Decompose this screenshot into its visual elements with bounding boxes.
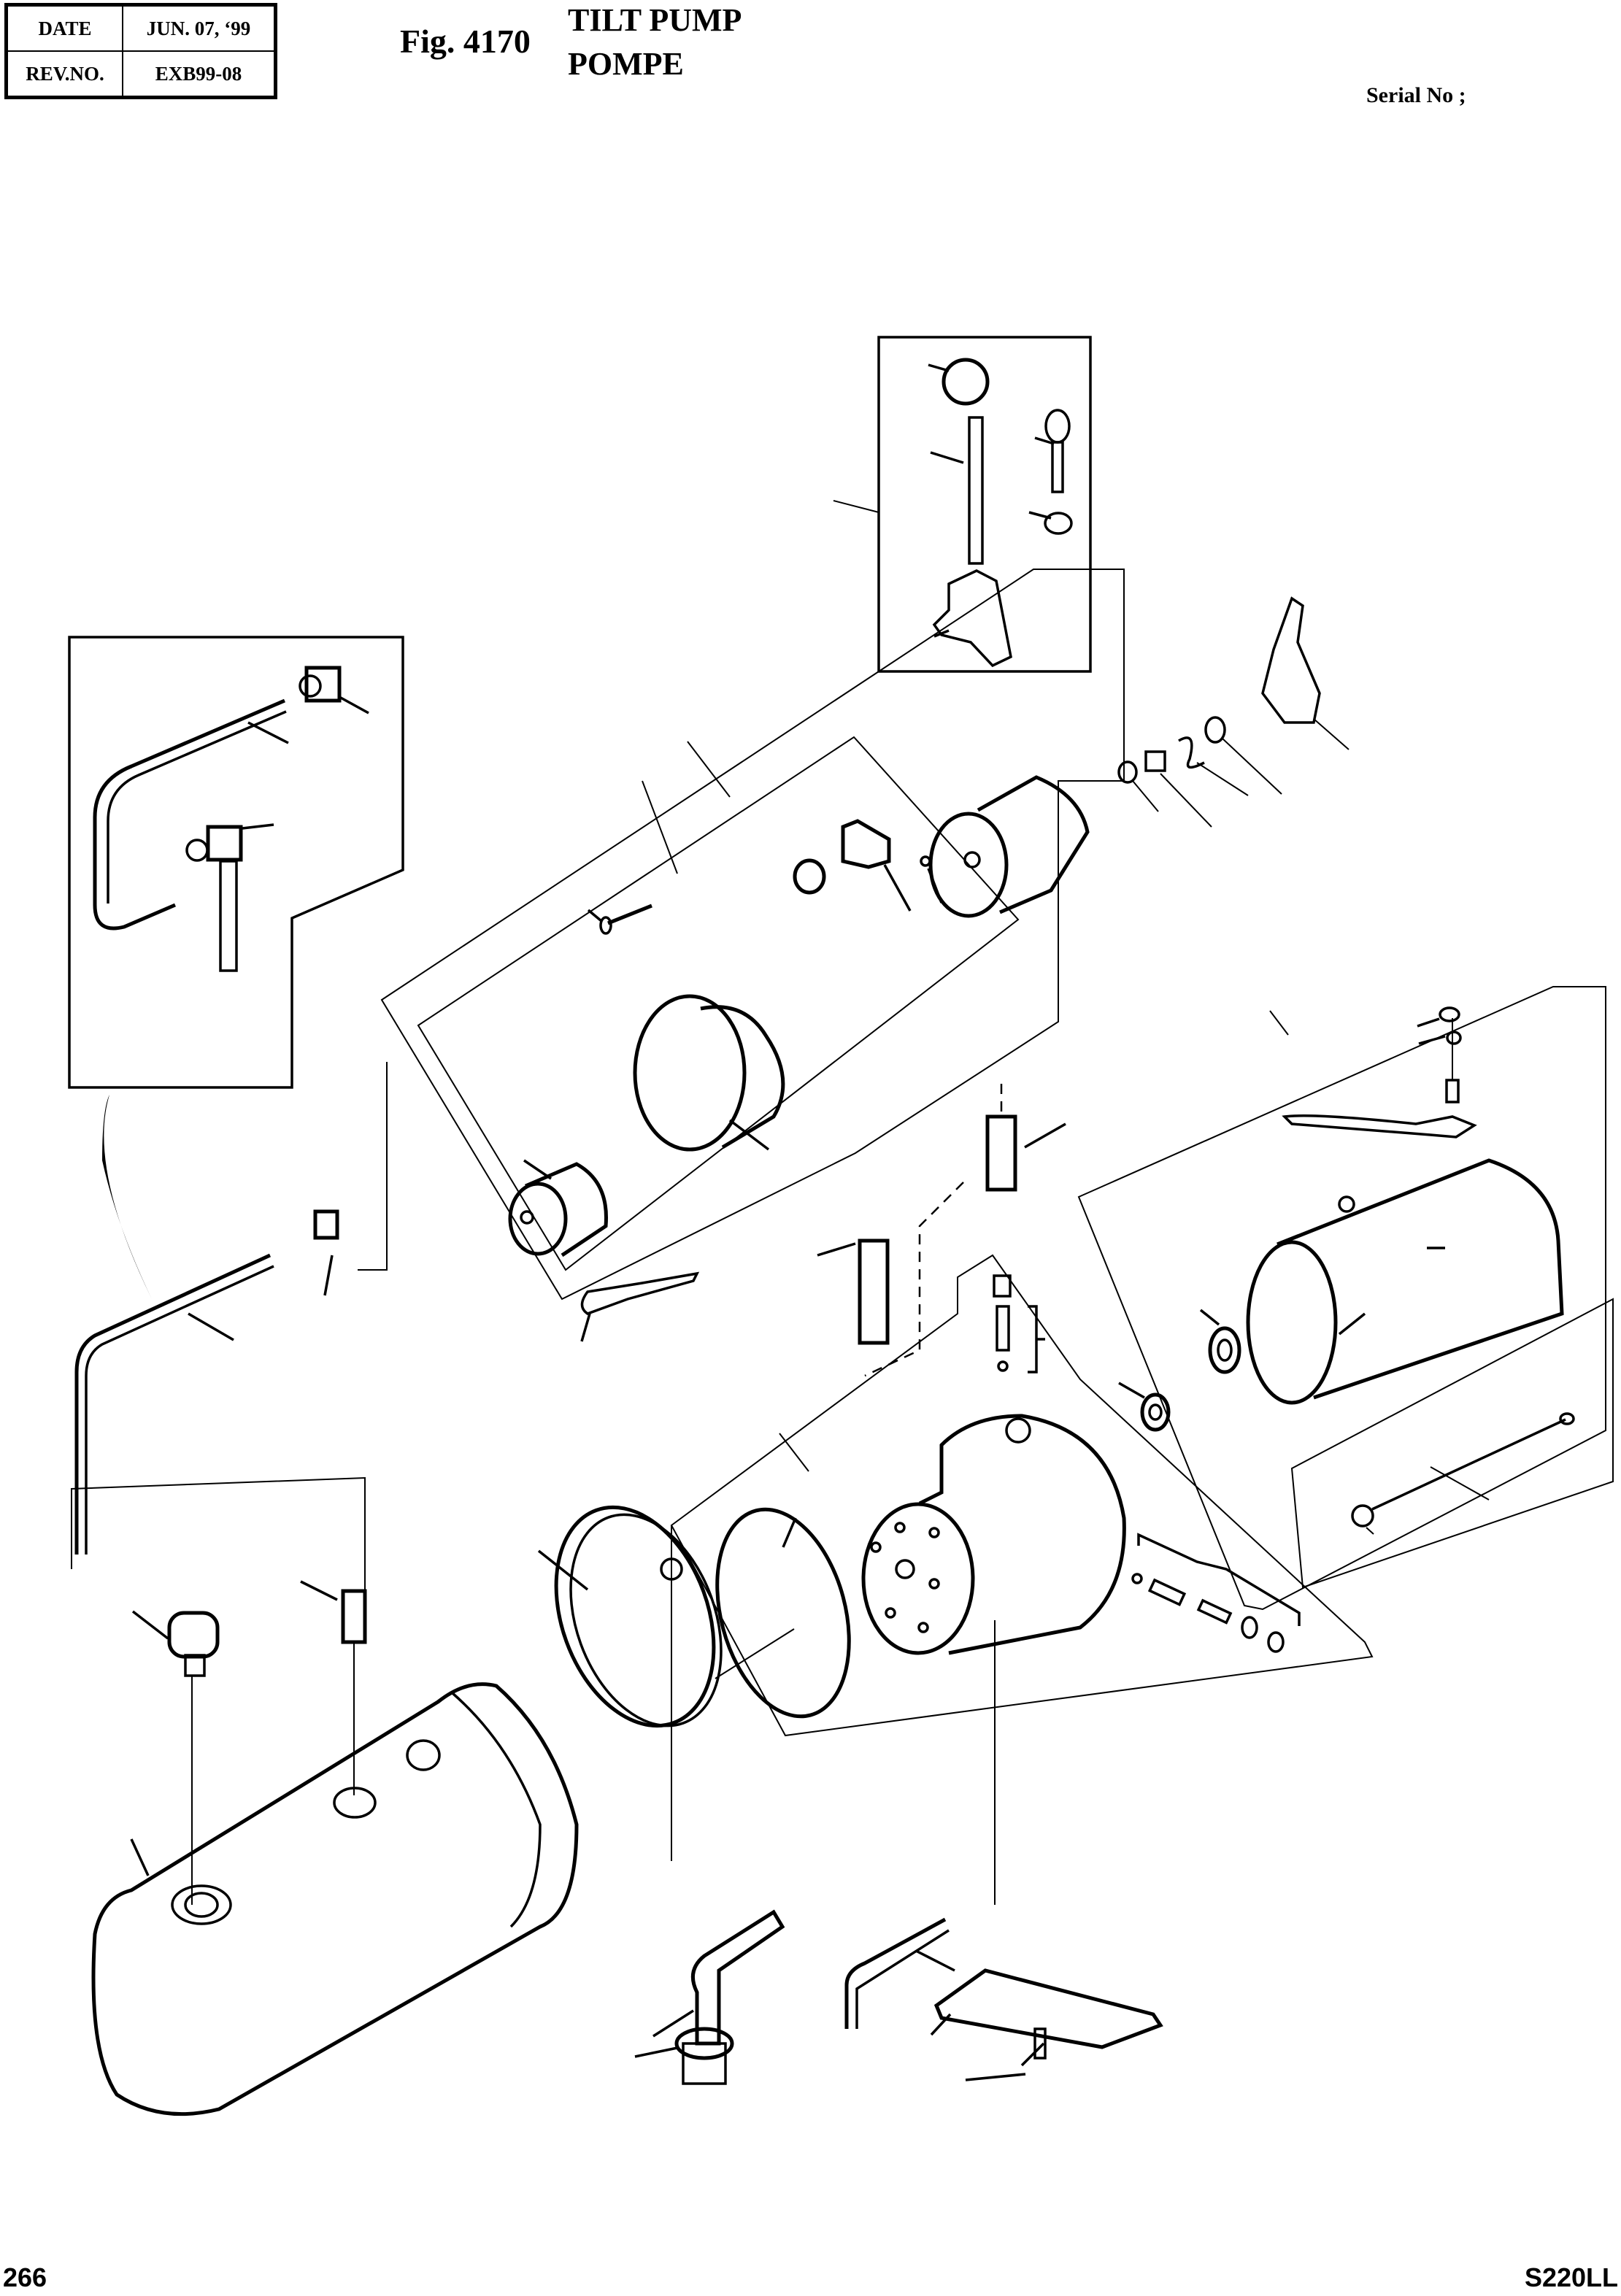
terminal-nut — [1417, 1006, 1460, 1028]
o-ring — [715, 1507, 851, 1719]
figure-title: TILT PUMP POMPE — [568, 0, 742, 86]
hex-nut — [793, 858, 826, 895]
motor-cable — [1282, 1114, 1477, 1139]
lock-washer — [1418, 1030, 1462, 1045]
suction-pipe — [844, 1679, 996, 2029]
page-number: 266 — [3, 2262, 47, 2292]
terminal-stud — [1445, 1018, 1460, 1103]
pump-body — [861, 1414, 1126, 1655]
washer — [1117, 760, 1159, 812]
revision-table: DATE JUN. 07, ‘99 REV.NO. EXB99-08 — [4, 3, 277, 99]
solenoid-valve — [508, 1159, 608, 1257]
date-label: DATE — [5, 4, 123, 52]
valve-assembly-frame — [380, 569, 1125, 1301]
mounting-bolt — [965, 2027, 1047, 2081]
tank — [91, 1682, 579, 2116]
bent-pipe — [93, 698, 289, 931]
washer — [1204, 716, 1282, 795]
knob — [928, 358, 990, 406]
mounting-bracket — [930, 1968, 1163, 2049]
coupling-block — [841, 819, 912, 912]
lever-plate — [1261, 596, 1349, 750]
pump-to-tank-guide — [671, 1525, 996, 1898]
lever-bracket — [932, 569, 1012, 668]
strainer — [634, 2027, 734, 2085]
pump-frame — [670, 1254, 1374, 1737]
bearing — [1199, 1309, 1241, 1374]
elbow-fitting — [185, 823, 274, 972]
filler-cap — [131, 1610, 220, 1905]
motor — [1246, 1158, 1564, 1405]
return-pipe-long — [74, 1062, 388, 1555]
adapter-fitting — [985, 1114, 1066, 1192]
dashed-guide — [864, 1084, 1003, 1377]
lever-assembly-inset — [833, 336, 1092, 673]
relief-valve-spring — [1131, 1533, 1301, 1626]
revision-value: EXB99-08 — [122, 50, 277, 99]
check-valve-spring — [993, 1274, 1045, 1374]
title-french: POMPE — [568, 46, 684, 82]
date-value: JUN. 07, ‘99 — [122, 4, 277, 52]
lock-nut — [1028, 511, 1073, 535]
through-bolt — [1371, 1412, 1575, 1511]
model-code: S220LL — [1524, 2262, 1618, 2292]
cover-screw — [587, 904, 652, 935]
title-english: TILT PUMP — [568, 2, 742, 38]
hose-clamp — [537, 1505, 723, 1728]
revision-label: REV.NO. — [5, 50, 123, 99]
star-washer — [1351, 1504, 1374, 1535]
torsion-spring — [1178, 736, 1249, 796]
valve-cover — [633, 994, 785, 1152]
serial-number-label: Serial No ; — [1366, 83, 1466, 107]
revision-row: REV.NO. EXB99-08 — [5, 50, 277, 99]
breather-fitting — [71, 1476, 367, 1795]
bushing — [1144, 750, 1212, 828]
elbow-fitting — [299, 666, 369, 714]
eye-bolt — [1034, 409, 1071, 493]
bearing-small — [1118, 1382, 1171, 1432]
pipe-shadow-curve — [102, 1095, 152, 1299]
relief-washer — [1241, 1616, 1258, 1639]
lever-rod — [930, 416, 984, 565]
motor-frame — [1077, 986, 1614, 1611]
figure-number: Fig. 4170 — [400, 23, 531, 60]
valve-body — [928, 775, 1090, 918]
terminal-lead — [580, 1271, 700, 1342]
return-pipe-inset — [68, 636, 404, 1089]
connector-fitting — [817, 1238, 890, 1345]
suction-elbow — [652, 1909, 785, 2046]
adjust-nut — [1267, 1631, 1285, 1653]
date-row: DATE JUN. 07, ‘99 — [5, 4, 277, 52]
